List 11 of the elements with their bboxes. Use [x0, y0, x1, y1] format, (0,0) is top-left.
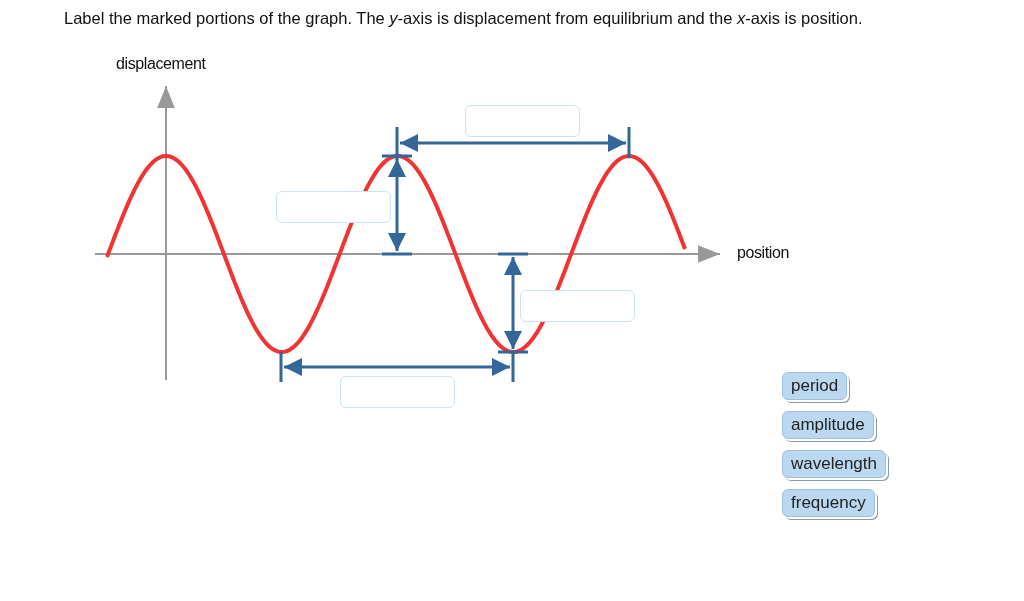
answer-box	[520, 290, 635, 322]
instruction-text: Label the marked portions of the graph. The y-axis is displacement from equilibrium and the x-axis is position.	[64, 9, 863, 28]
answer-chip: amplitude	[782, 411, 874, 439]
axis-label: position	[737, 244, 789, 262]
answer-box	[276, 191, 391, 223]
answer-chip: wavelength	[782, 450, 886, 478]
answer-box	[340, 376, 455, 408]
axis-label: displacement	[116, 55, 206, 73]
answer-chip: frequency	[782, 489, 875, 517]
answer-chip: period	[782, 372, 848, 400]
answer-box	[465, 105, 580, 137]
